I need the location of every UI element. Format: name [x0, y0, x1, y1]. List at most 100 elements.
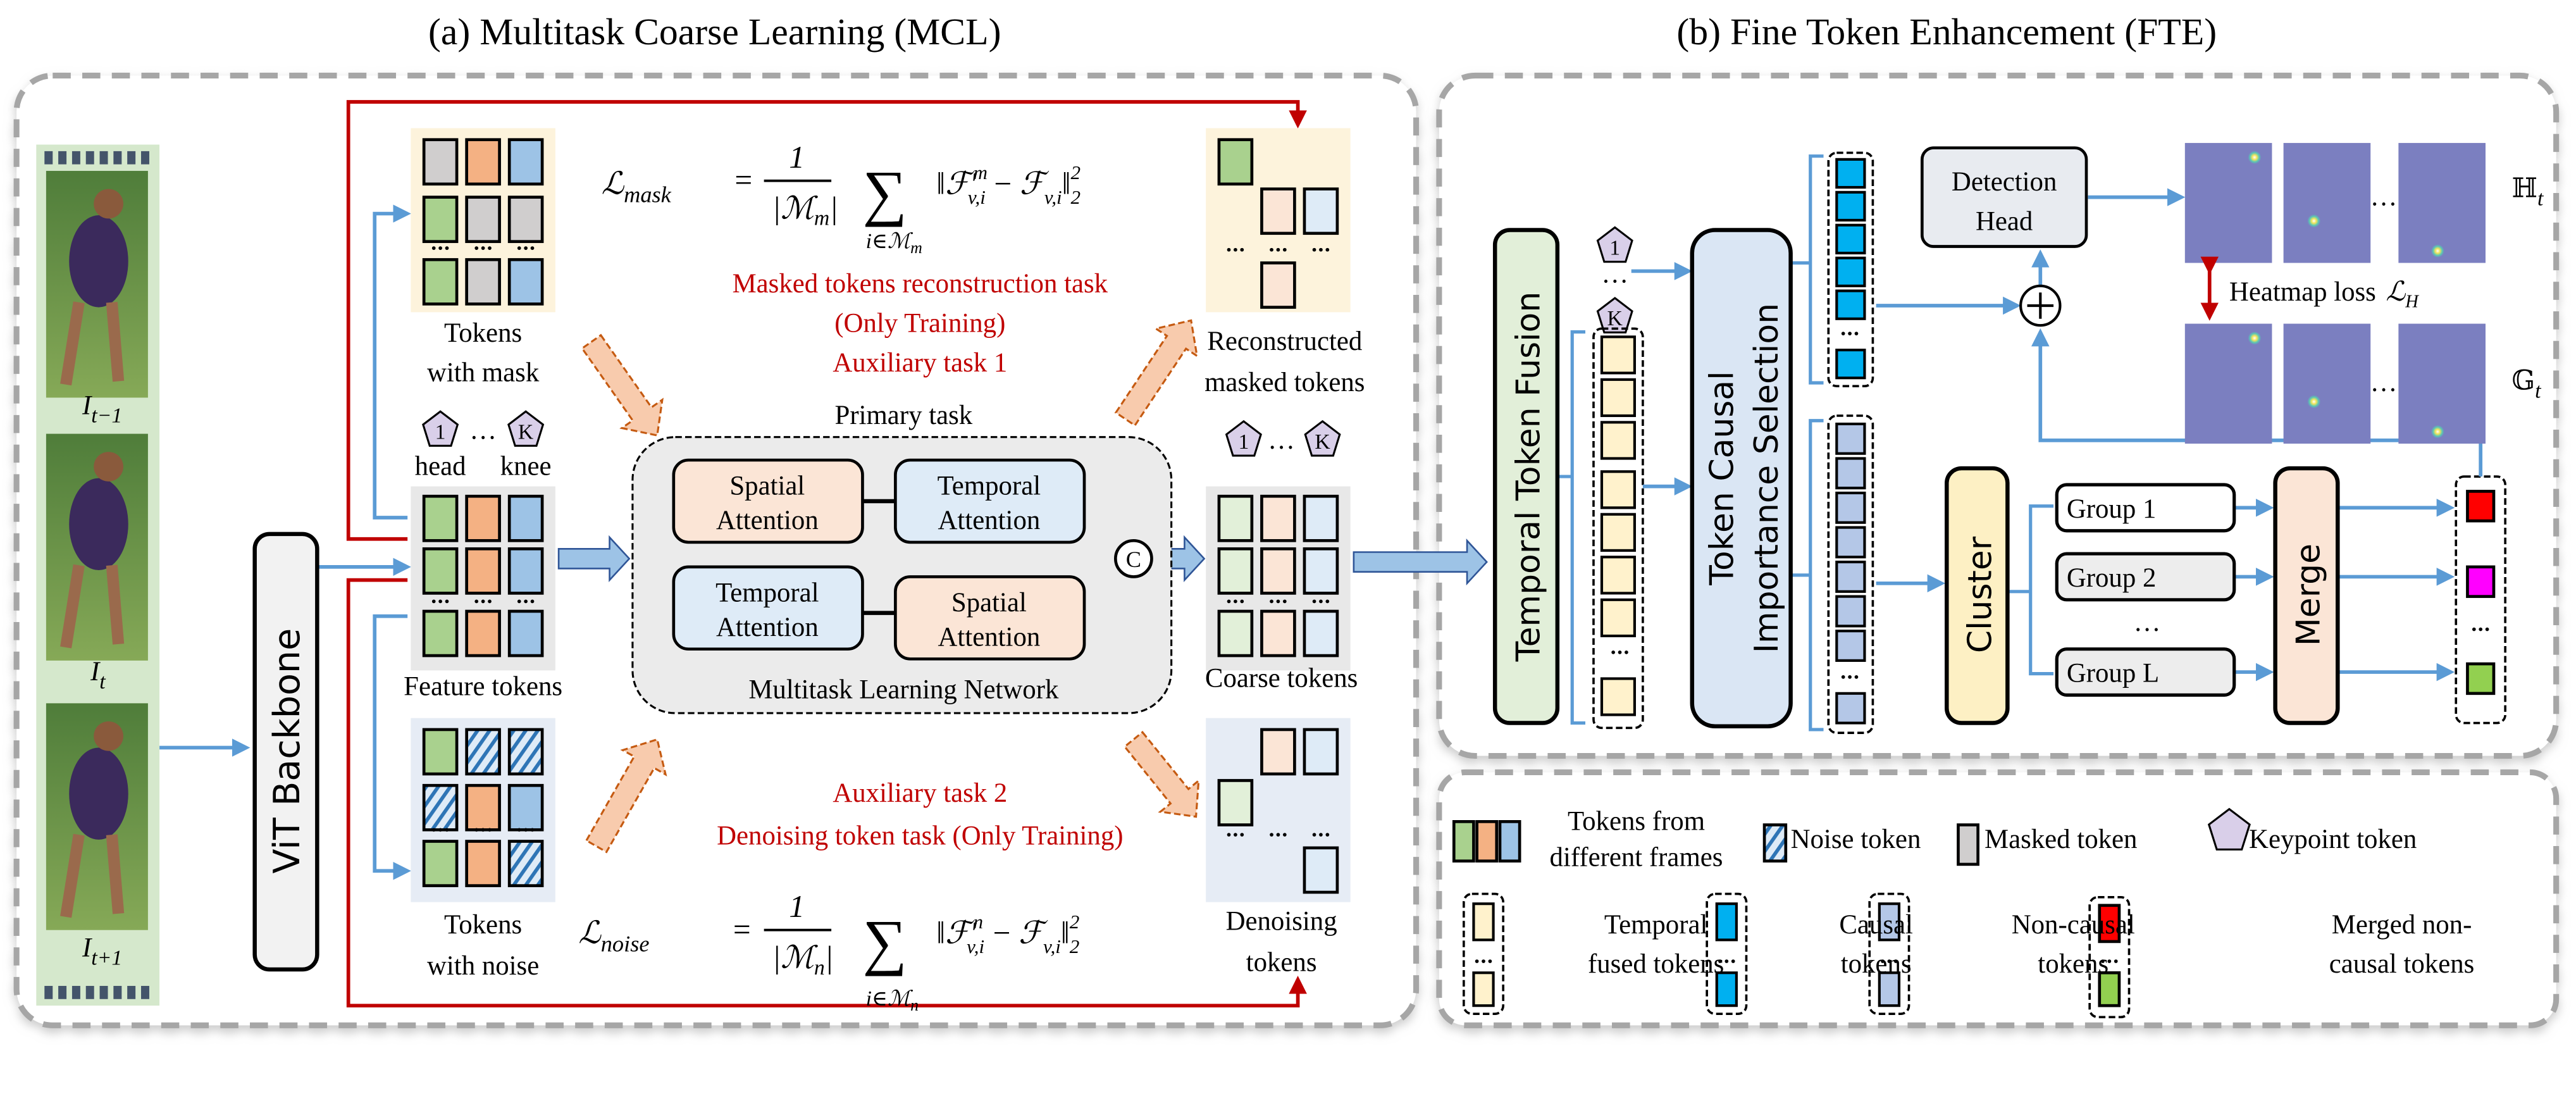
coarse-tokens-grid-token — [1260, 609, 1296, 657]
noise-tokens-grid-token — [422, 840, 459, 887]
coarse-tokens-grid-token — [1303, 609, 1339, 657]
ellipsis-dot — [1227, 247, 1231, 252]
frame-image-next-player-head — [94, 721, 123, 751]
coarse-tokens-grid-token — [1260, 494, 1296, 542]
legend-panel — [1436, 769, 2560, 1028]
film-perforation — [99, 986, 108, 999]
fte-keypoint-first-icon-label: 1 — [1609, 236, 1620, 259]
ellipsis-dot — [1234, 833, 1237, 837]
denoising-tokens-label-1: Denoising — [1226, 907, 1337, 937]
block-1a-line1: Spatial — [729, 471, 805, 501]
noise-task-line-1: Auxiliary task 2 — [833, 778, 1007, 808]
ellipsis-dot — [1718, 959, 1722, 963]
masked-tokens-grid-token — [507, 138, 544, 186]
heatmap-peak — [2430, 244, 2444, 258]
ellipsis-dot — [1282, 833, 1287, 837]
masked-tokens-grid-token — [465, 138, 501, 186]
merged-token — [2466, 565, 2496, 598]
ellipsis-dot — [2472, 627, 2476, 632]
ellipsis-dot — [481, 246, 485, 250]
masked-tokens-grid-token — [422, 138, 459, 186]
causal-token — [1835, 349, 1866, 380]
tokens-with-mask-label-2: with mask — [427, 358, 540, 387]
masked-tokens-grid-token — [422, 258, 459, 306]
ellipsis-dot — [474, 246, 479, 250]
group-1-box — [2055, 483, 2236, 533]
ellipsis-dot — [1227, 833, 1231, 837]
ground-truth-heatmap — [2283, 323, 2371, 444]
non-causal-token — [1835, 491, 1866, 524]
legend-masked-token-icon — [1957, 823, 1979, 866]
coarse-keypoint-last-icon — [1304, 420, 1341, 457]
fused-token — [1600, 421, 1636, 460]
ellipsis-dot — [1854, 332, 1859, 335]
tokens-with-mask-label-1: Tokens — [444, 318, 522, 348]
coarse-to-fte-arrow — [1353, 538, 1488, 586]
tcis-label-1: Token Causal — [1704, 371, 1742, 586]
legend-keypoint-token: Keypoint token — [2249, 825, 2417, 854]
feature-tokens-grid-token — [422, 547, 459, 595]
frame-image-current-player-body — [69, 478, 128, 571]
ellipsis-dot — [2485, 627, 2489, 632]
feature-tokens-label: Feature tokens — [404, 671, 562, 701]
non-causal-tokens-column — [1827, 414, 1874, 734]
ellipsis-dot — [1854, 675, 1859, 679]
legend-merged-2: causal tokens — [2329, 949, 2475, 979]
concat-symbol: C — [1126, 547, 1141, 572]
denoising-tokens-grid-token — [1260, 728, 1296, 776]
group-2-box — [2055, 552, 2236, 602]
ellipsis-dot — [1841, 332, 1845, 335]
noise-tokens-grid-token — [507, 840, 544, 887]
ellipsis-dot — [438, 599, 442, 604]
legend-causal-1: Causal — [1839, 910, 1913, 940]
legend-causal-token — [1715, 902, 1738, 942]
film-perforation — [85, 151, 94, 165]
legend-noise-token-icon — [1762, 823, 1788, 863]
group-l-label: Group L — [2067, 659, 2159, 688]
features-to-network-arrow — [557, 535, 631, 582]
non-causal-token — [1835, 422, 1866, 455]
ellipsis-dot — [488, 246, 492, 250]
frame-label-prev: It−1 — [82, 390, 122, 427]
masked-tokens-grid-token — [422, 196, 459, 244]
ellipsis-dot — [524, 599, 528, 604]
ellipsis-dot — [1881, 959, 1885, 963]
masked-tokens-grid-token — [465, 196, 501, 244]
coarse-tokens-grid-token — [1217, 547, 1254, 595]
frame-image-current-player-legs — [60, 564, 125, 649]
merged-token — [2466, 662, 2496, 695]
legend-causal-token — [1715, 971, 1738, 1007]
frame-image-prev-player-head — [94, 189, 123, 219]
network-to-denoising-arrow — [1123, 730, 1200, 818]
coarse-tokens-grid-token — [1303, 547, 1339, 595]
gt-heatmap-symbol: 𝔾t — [2512, 366, 2542, 402]
heatmap-top-dots: … — [2370, 182, 2398, 212]
coarse-tokens-grid-token — [1260, 547, 1296, 595]
legend-fused-column — [1463, 892, 1504, 1015]
coarse-tokens-label: Coarse tokens — [1205, 663, 1358, 693]
denoising-tokens-grid-token — [1217, 779, 1254, 826]
ellipsis-dot — [474, 599, 479, 604]
ellipsis-dot — [1319, 833, 1323, 837]
fused-token — [1600, 513, 1636, 552]
predicted-heatmap-symbol: ℍt — [2512, 174, 2544, 211]
ellipsis-dot — [1319, 247, 1323, 252]
ellipsis-dot — [1618, 651, 1622, 654]
ellipsis-dot — [488, 599, 492, 604]
feature-tokens-grid-token — [465, 609, 501, 657]
fused-tokens-column — [1592, 327, 1644, 730]
film-perforation — [44, 986, 53, 999]
ellipsis-dot — [431, 246, 436, 250]
non-causal-token — [1835, 630, 1866, 662]
legend-merged-token — [2098, 904, 2121, 943]
coarse-keypoint-last-icon-label: K — [1315, 430, 1330, 454]
merge-block — [2273, 466, 2340, 725]
feature-tokens-grid-token — [422, 609, 459, 657]
svg-text:∑: ∑ — [862, 159, 907, 228]
ellipsis-dot — [517, 599, 521, 604]
frame-image-prev-player-body — [69, 215, 128, 308]
ellipsis-dot — [1887, 959, 1892, 963]
ellipsis-dot — [1234, 599, 1237, 604]
svg-text:1: 1 — [789, 889, 805, 924]
